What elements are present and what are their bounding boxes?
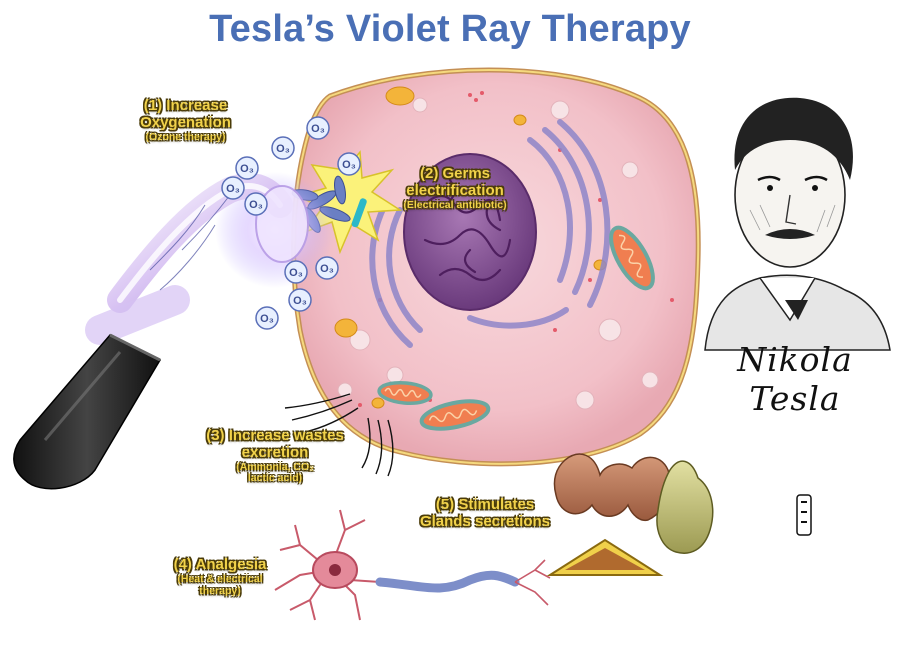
ozone-symbol: O₃ [293,295,307,307]
label-wastes-line2: excretion [241,443,309,461]
ozone-bubble: O₃ [315,256,339,280]
ozone-symbol: O₃ [226,183,240,195]
ozone-symbol: O₃ [311,123,325,135]
wand-handle [13,333,162,490]
label-glands-line2: Glands secretions [419,512,551,530]
label-glands: (5) Stimulates Glands secretions [410,496,560,531]
label-wastes-line1: (3) Increase wastes [206,427,344,444]
thyroid-gland [553,453,672,522]
page-title: Tesla’s Violet Ray Therapy [209,8,691,50]
neuron [274,509,551,621]
ozone-bubble: O₃ [244,192,268,216]
ozone-symbol: O₃ [249,199,263,211]
artist-signature-mark [796,494,812,536]
endoplasmic-reticulum [369,119,611,348]
ozone-symbol: O₃ [320,263,334,275]
label-oxygenation-line2: Oxygenation [140,113,231,131]
ozone-bubble: O₃ [284,260,308,284]
spark-lines [149,194,231,291]
label-analgesia: (4) Analgesia (Heat & electrical therapy… [160,556,280,597]
label-wastes-sub2: lactic acid) [247,472,303,485]
ozone-symbol: O₃ [240,163,254,175]
label-analgesia-sub1: (Heat & electrical [177,572,263,585]
label-analgesia-sub2: therapy) [199,584,241,597]
label-germs-line2: electrification [406,181,504,199]
label-germs-line1: (2) Germs [419,165,491,182]
label-wastes-sub1: (Ammonia, CO₂ [236,460,314,473]
nucleus [403,153,537,311]
ozone-symbol: O₃ [342,159,356,171]
cell [291,67,701,467]
portrait-caption: Nikola Tesla [737,340,853,418]
label-wastes: (3) Increase wastes excretion (Ammonia, … [195,427,355,485]
glands [546,453,714,576]
label-analgesia-line1: (4) Analgesia [173,556,267,573]
ozone-bubble: O₃ [255,306,279,330]
ozone-bubble: O₃ [235,156,259,180]
tesla-portrait [704,97,891,351]
ozone-bubble: O₃ [271,136,295,160]
label-germs: (2) Germs electrification (Electrical an… [385,165,525,211]
pituitary-gland [656,460,714,554]
waste-excretion-lines [284,393,394,477]
ozone-bubble: O₃ [306,116,330,140]
ozone-bubble: O₃ [221,176,245,200]
label-oxygenation: (1) Increase Oxygenation (Ozone therapy) [118,97,253,143]
label-glands-line1: (5) Stimulates [435,496,535,513]
ozone-symbol: O₃ [260,313,274,325]
mitochondria [377,225,655,431]
ozone-symbol: O₃ [289,267,303,279]
ozone-bubble: O₃ [288,288,312,312]
label-germs-sub: (Electrical antibiotic) [403,198,507,211]
ozone-symbol: O₃ [276,143,290,155]
label-oxygenation-sub: (Ozone therapy) [145,130,226,143]
ozone-bubble: O₃ [337,152,361,176]
label-oxygenation-line1: (1) Increase [143,97,228,114]
